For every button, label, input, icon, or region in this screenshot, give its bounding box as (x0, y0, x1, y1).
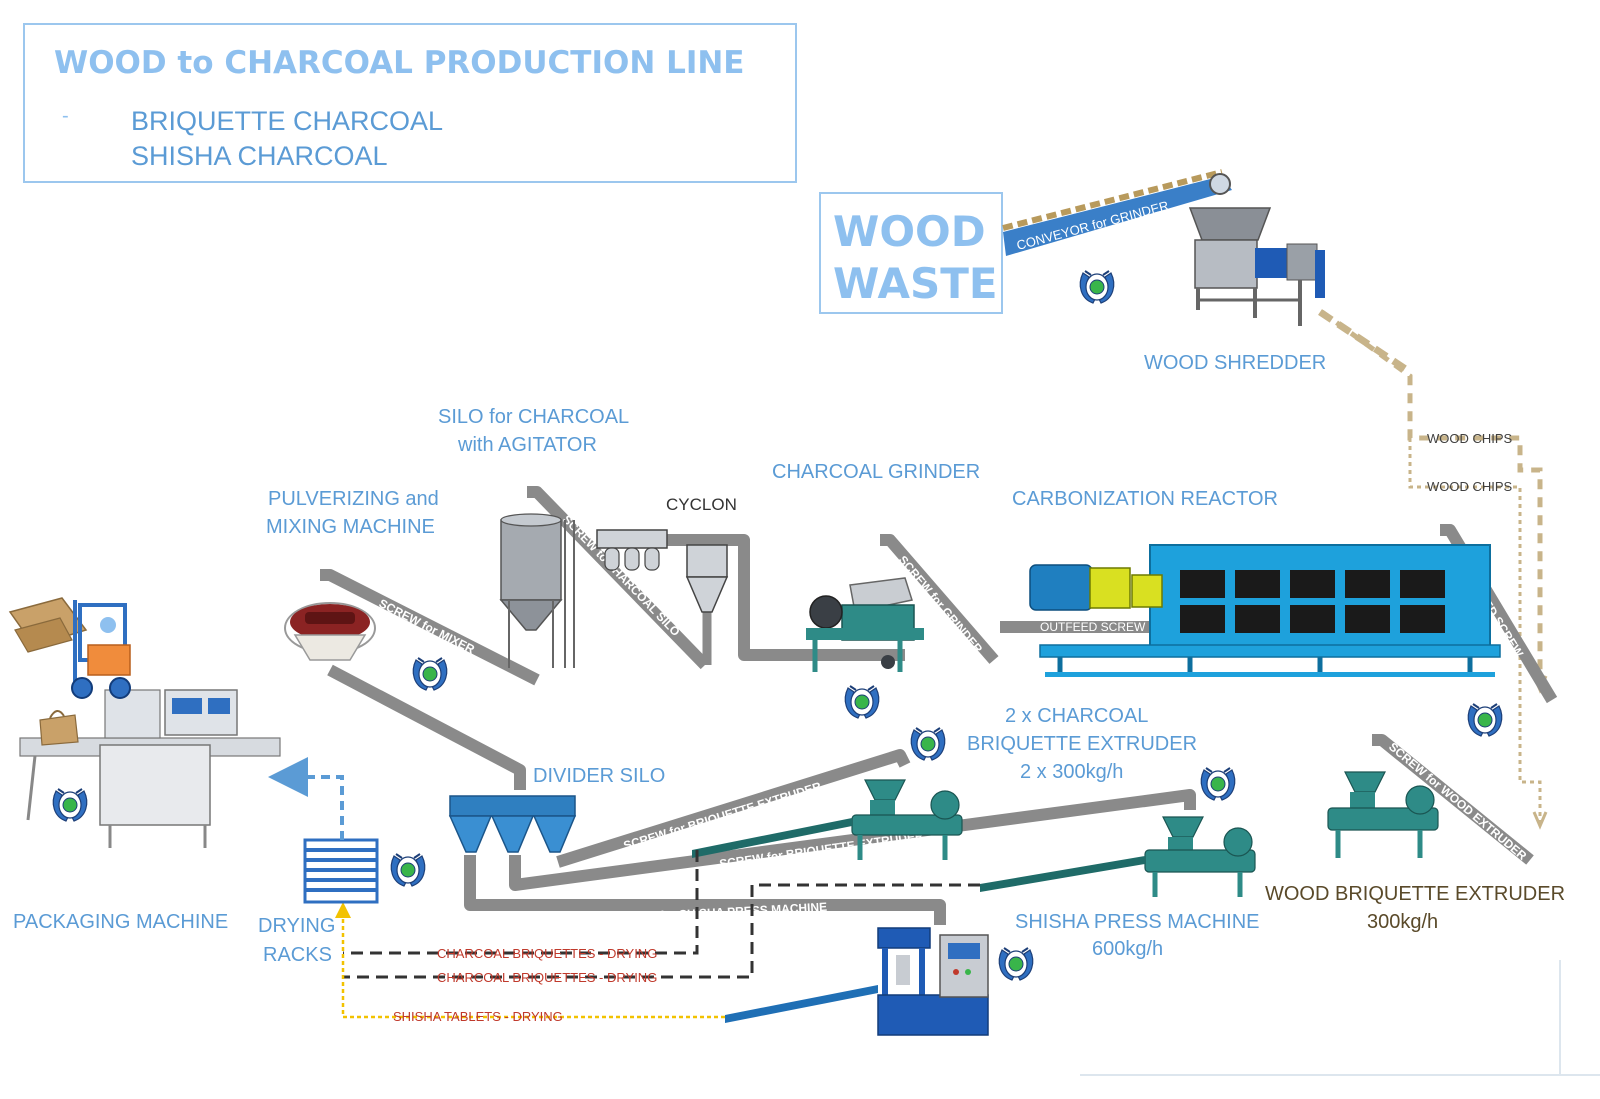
racks-to-packaging-flow (268, 757, 344, 840)
operator-icon (390, 853, 426, 887)
header-item-shisha: SHISHA CHARCOAL (131, 141, 388, 171)
screw-for-mixer-label: SCREW for MIXER (377, 596, 478, 656)
extruder-label-line3: 2 x 300kg/h (1020, 761, 1123, 783)
wood-extruder-label-line2: 300kg/h (1367, 911, 1438, 933)
wood-waste-line2: WASTE (833, 259, 998, 308)
pulverizing-label-line1: PULVERIZING and (268, 488, 439, 510)
infeed-screw (1440, 524, 1558, 704)
screw-conveyors (320, 486, 1558, 925)
header-item-briquette: BRIQUETTE CHARCOAL (131, 106, 443, 136)
operator-icon (1200, 767, 1236, 801)
operator-icon (1079, 270, 1115, 304)
drying-flows (335, 850, 980, 1019)
extruder-label-line2: BRIQUETTE EXTRUDER (967, 733, 1197, 755)
operator-icon (910, 727, 946, 761)
cyclon (596, 529, 729, 613)
header-title: WOOD to CHARCOAL PRODUCTION LINE (54, 45, 744, 81)
silo-label-line2: with AGITATOR (457, 434, 597, 456)
pulverizing-mixing-machine (284, 602, 376, 661)
operator-icon (52, 788, 88, 822)
carbonization-reactor (1029, 544, 1501, 677)
shisha-drying-label: SHISHA TABLETS - DRYING (393, 1009, 563, 1024)
divider-silo-label: DIVIDER SILO (533, 765, 665, 787)
screw-shisha-press (464, 855, 946, 925)
shisha-press-label-line1: SHISHA PRESS MACHINE (1015, 911, 1260, 933)
charcoal-grinder-label: CHARCOAL GRINDER (772, 461, 980, 483)
packaging-machine (19, 689, 281, 848)
wood-chips-label-2: WOOD CHIPS (1427, 479, 1513, 494)
drying-racks-label-line1: DRYING (258, 915, 335, 937)
screw-for-mixer (320, 569, 540, 686)
charcoal-drying-label-2: CHARCOAL BRIQUETTES - DRYING (437, 970, 657, 985)
screw-wood-extruder (1372, 734, 1534, 865)
divider-silo (448, 795, 577, 853)
screw-for-divider (327, 664, 526, 790)
charcoal-silo (499, 513, 575, 668)
packaging-machine-label: PACKAGING MACHINE (13, 911, 228, 933)
wood-extruder-label-line1: WOOD BRIQUETTE EXTRUDER (1265, 883, 1565, 905)
operator-icon (412, 657, 448, 691)
screw-for-grinder (880, 534, 999, 664)
shisha-press-machine (725, 927, 989, 1036)
header-box: WOOD to CHARCOAL PRODUCTION LINE - BRIQU… (23, 23, 797, 183)
wood-briquette-extruder (1327, 771, 1439, 858)
outfeed-screw-label: OUTFEED SCREW (1040, 620, 1146, 634)
silo-label-line1: SILO for CHARCOAL (438, 406, 629, 428)
pulverizing-label-line2: MIXING MACHINE (266, 516, 435, 538)
drying-racks (303, 838, 379, 904)
header-bullet: - (62, 105, 69, 127)
shopping-bag-icon (49, 710, 65, 719)
grinder-pipe (660, 534, 905, 661)
drying-racks-label-line2: RACKS (263, 944, 332, 966)
briquette-extruder-2 (980, 816, 1256, 897)
wood-waste-line1: WOOD (833, 207, 986, 256)
cyclon-label: CYCLON (666, 495, 737, 514)
screw-briquette-extruder-2 (509, 789, 1196, 891)
wood-shredder-label: WOOD SHREDDER (1144, 352, 1326, 374)
screw-briquette-extruder-1-label: SCREW for BRIQUETTE EXTRUDER (622, 779, 823, 853)
briquette-extruder-1 (692, 779, 963, 860)
wood-shredder (1188, 207, 1325, 326)
charcoal-grinder (806, 577, 924, 672)
wood-waste-box: WOOD WASTE (819, 192, 1003, 314)
shisha-press-label-line2: 600kg/h (1092, 938, 1163, 960)
screw-to-charcoal-silo (527, 486, 710, 670)
extruder-label-line1: 2 x CHARCOAL (1005, 705, 1148, 727)
wood-chips-label-1: WOOD CHIPS (1427, 431, 1513, 446)
screw-briquette-extruder-1 (556, 749, 911, 868)
operator-icon (998, 947, 1034, 981)
operator-icon (1467, 703, 1503, 737)
forklift-icon (8, 597, 131, 699)
carbonization-reactor-label: CARBONIZATION REACTOR (1012, 488, 1278, 510)
operator-icon (844, 685, 880, 719)
charcoal-drying-label-1: CHARCOAL BRIQUETTES - DRYING (437, 946, 657, 961)
